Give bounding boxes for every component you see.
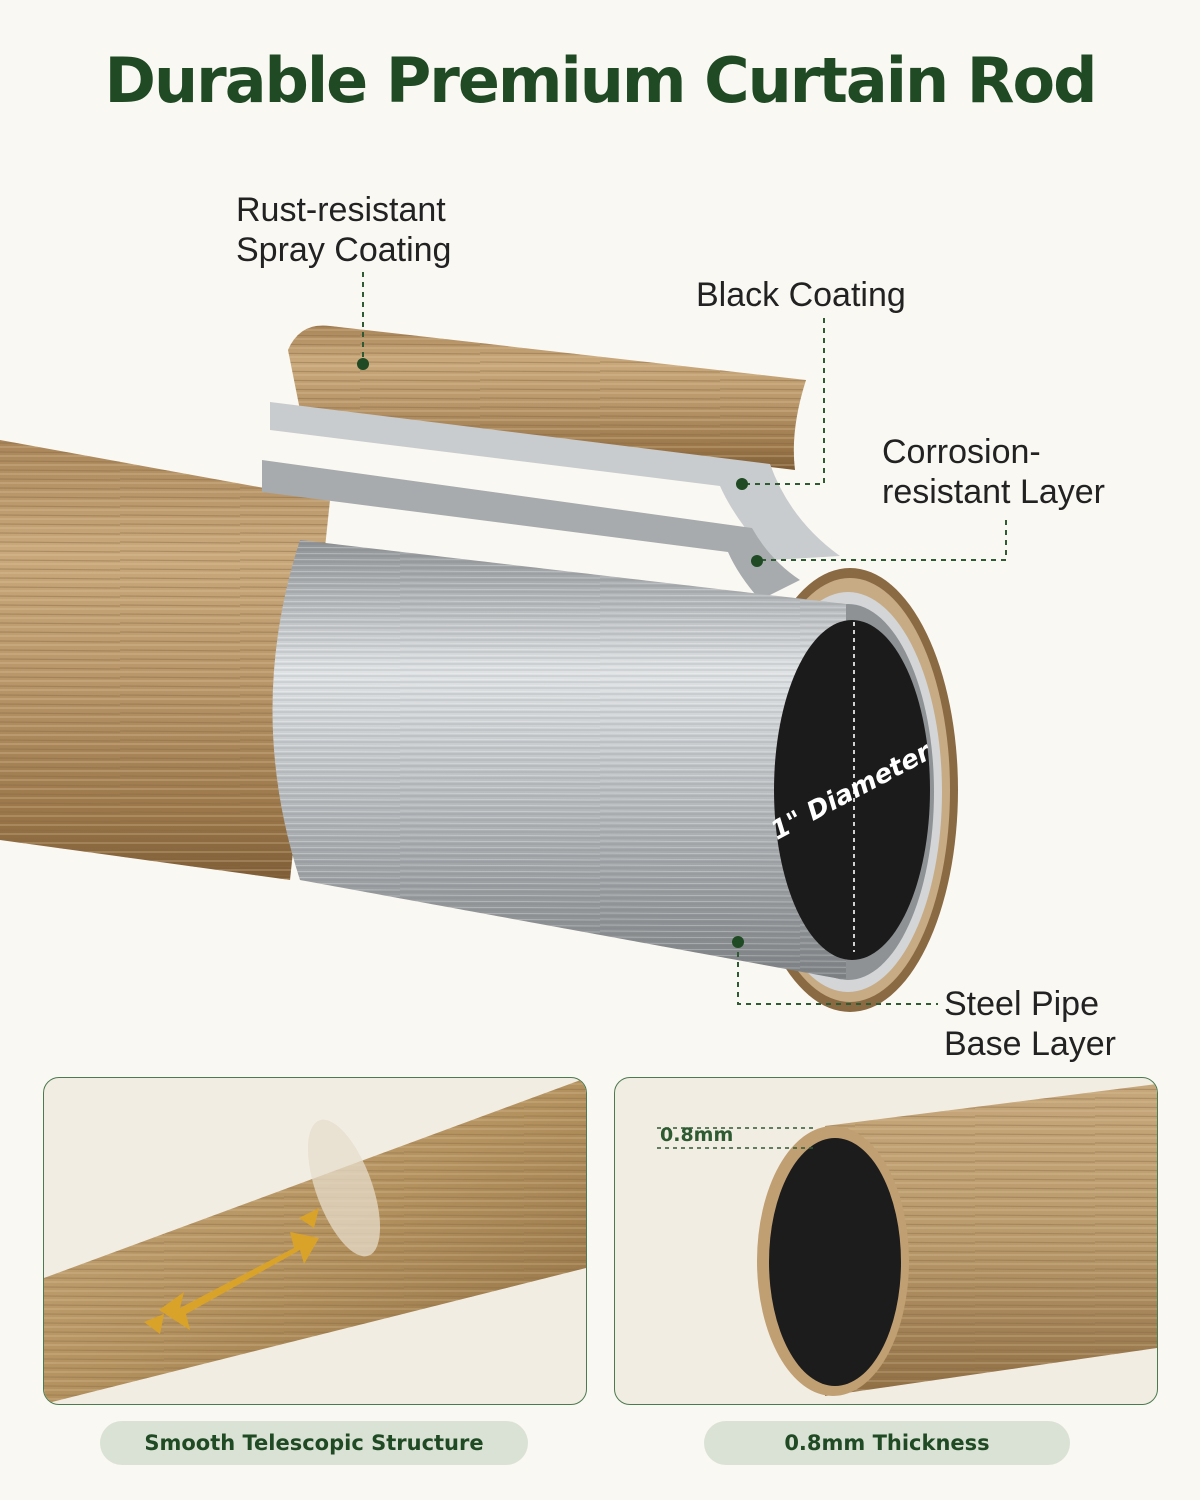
callout-corrosion-resistant: Corrosion- resistant Layer [882,433,1105,511]
double-arrow-icon [144,1208,319,1334]
telescopic-panel [43,1077,587,1405]
telescopic-caption: Smooth Telescopic Structure [100,1421,528,1465]
callout-black-coating: Black Coating [696,276,906,314]
page-title: Durable Premium Curtain Rod [104,44,1098,117]
callout-rust-resistant: Rust-resistant Spray Coating [236,191,452,269]
callout-steel-pipe: Steel Pipe Base Layer [944,985,1116,1063]
telescopic-rod-illustration [44,1078,586,1404]
thickness-panel [614,1077,1158,1405]
thickness-label: 0.8mm [660,1124,734,1146]
curtain-rod-cutaway-illustration: 1" Diameter [0,272,1007,1012]
thickness-caption: 0.8mm Thickness [704,1421,1070,1465]
rod-end-illustration [657,1084,1157,1396]
